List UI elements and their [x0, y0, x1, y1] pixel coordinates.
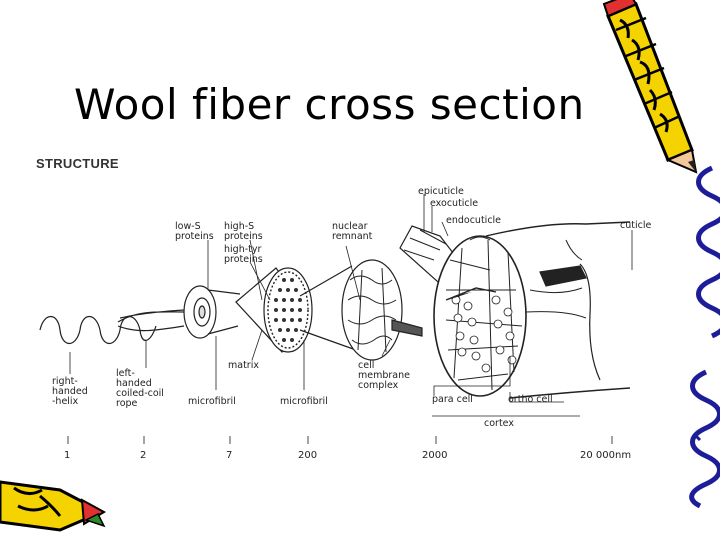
helix-label-1: right-: [52, 376, 78, 387]
microfibril-label-1: microfibril: [188, 396, 236, 407]
matrix-label: matrix: [228, 360, 259, 371]
pencil-icon: [602, 0, 698, 174]
cell-membrane-label-1: cell: [358, 360, 374, 371]
low-s-label-2: proteins: [175, 231, 214, 242]
helix-label-3: -helix: [52, 396, 79, 407]
slide-title: Wool fiber cross section: [74, 80, 585, 129]
rope-label-2: handed: [116, 378, 152, 389]
exocuticle-label: exocuticle: [430, 198, 478, 209]
endocuticle-label: endocuticle: [446, 215, 501, 226]
high-s-label-2: proteins: [224, 231, 263, 242]
rope-label-4: rope: [116, 398, 138, 409]
high-tyr-label-1: high-tyr: [224, 244, 261, 255]
microfibril-cone: [235, 267, 313, 354]
crayon-icon: [0, 480, 107, 532]
macrofibril-cell: [299, 259, 423, 361]
cortex-section: [433, 235, 527, 397]
protofibril-disk: [183, 285, 241, 339]
epicuticle-label: epicuticle: [418, 186, 464, 197]
cell-membrane-label-2: membrane: [358, 370, 410, 381]
scale-label-4: 200: [298, 450, 317, 461]
scale-label-2: 2: [140, 450, 146, 461]
low-s-label-1: low-S: [175, 221, 201, 232]
rope-label-1: left-: [116, 368, 135, 379]
diagram-labels: low-S proteins high-S proteins high-tyr …: [52, 186, 651, 429]
rope-label-3: coiled-coil: [116, 388, 164, 399]
structure-heading: STRUCTURE: [36, 156, 119, 171]
fiber-structure: [39, 194, 633, 417]
microfibril-label-2: microfibril: [280, 396, 328, 407]
high-tyr-label-2: proteins: [224, 254, 263, 265]
squiggle-border: [689, 165, 720, 509]
coiled-coil-rope: [117, 309, 185, 332]
cortex-label: cortex: [484, 418, 514, 429]
nuclear-label-1: nuclear: [332, 221, 368, 232]
fiber-trunk: [485, 221, 631, 399]
high-s-label-1: high-S: [224, 221, 254, 232]
cuticle-label: cuticle: [620, 220, 651, 231]
scale-label-3: 7: [226, 450, 232, 461]
ortho-cell-label: ortho cell: [508, 394, 553, 405]
nuclear-label-2: remnant: [332, 231, 373, 242]
scale-label-6: 20 000nm: [580, 450, 631, 461]
size-scale: 1 2 7 200 2000 20 000nm: [64, 436, 631, 461]
scale-label-1: 1: [64, 450, 70, 461]
scale-label-5: 2000: [422, 450, 447, 461]
cell-membrane-label-3: complex: [358, 380, 399, 391]
para-cell-label: para cell: [432, 394, 473, 405]
helix-label-2: handed: [52, 386, 88, 397]
leader-lines: [69, 194, 633, 417]
